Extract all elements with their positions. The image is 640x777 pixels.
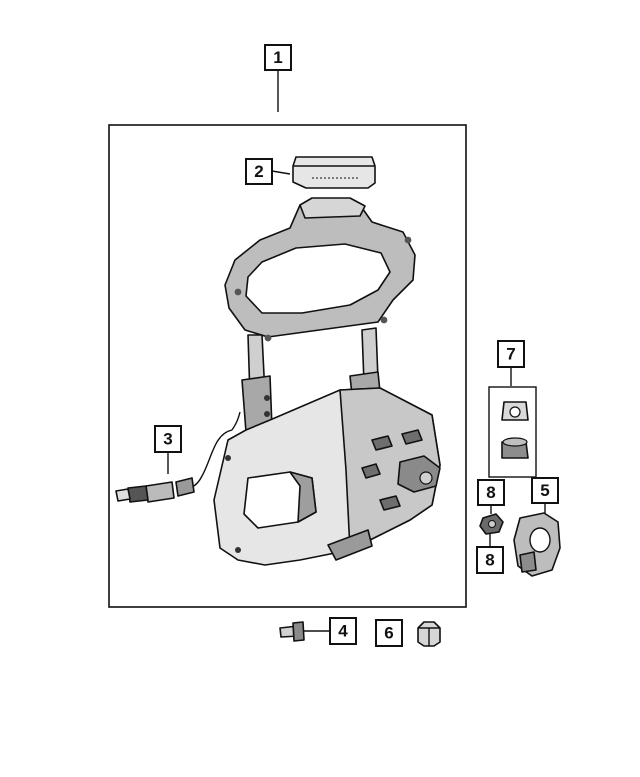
callout-7-label: 7 <box>506 345 515 364</box>
leader-line-2 <box>271 170 291 175</box>
callout-6-label: 6 <box>384 624 393 643</box>
callout-8-upper: 8 <box>477 479 505 506</box>
callout-4-label: 4 <box>338 622 348 641</box>
studs <box>361 429 423 511</box>
assembly-frame <box>108 124 467 608</box>
part-4-bolt <box>279 621 305 642</box>
part-8-socket <box>479 513 504 535</box>
callout-3: 3 <box>154 425 182 453</box>
callout-6: 6 <box>375 619 403 647</box>
callout-2: 2 <box>245 158 273 185</box>
callout-5: 5 <box>531 477 559 504</box>
part-3-wire-harness <box>115 411 241 503</box>
callout-1-label: 1 <box>273 48 282 67</box>
callout-1: 1 <box>264 44 292 71</box>
part-2-lamp <box>292 156 376 189</box>
part-5-cover <box>513 512 561 577</box>
callout-2-label: 2 <box>254 162 263 181</box>
part-1-housing <box>213 197 441 566</box>
callout-7: 7 <box>497 340 525 368</box>
part-7-bulb-kit <box>488 386 537 478</box>
part-6-nut <box>417 621 441 647</box>
callout-5-label: 5 <box>540 481 549 500</box>
callout-4: 4 <box>329 617 357 645</box>
callout-8-upper-label: 8 <box>486 483 495 502</box>
callout-3-label: 3 <box>163 430 172 449</box>
callout-8-lower-label: 8 <box>485 551 494 570</box>
callout-8-lower: 8 <box>476 546 504 574</box>
